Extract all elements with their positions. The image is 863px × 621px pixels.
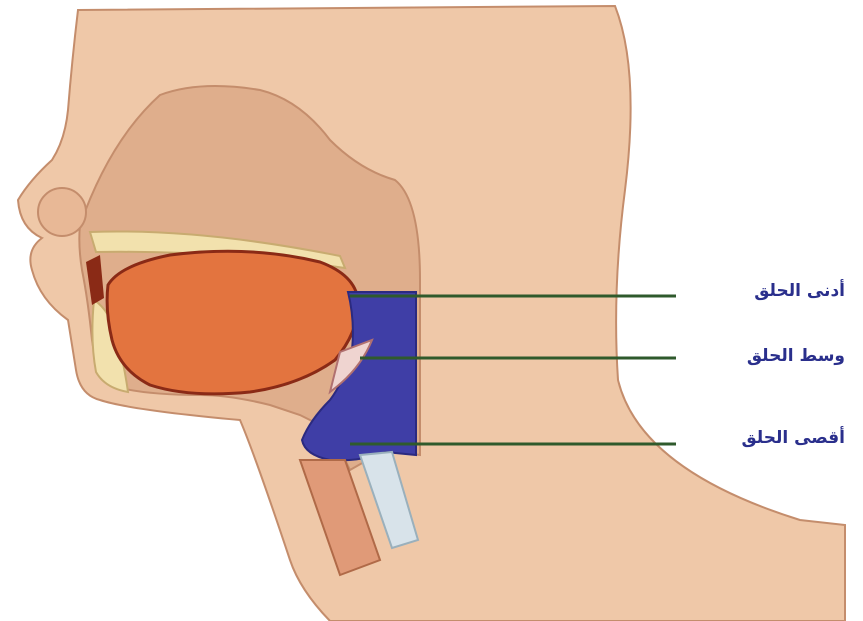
label-upper-pharynx: أدنى الحلق	[754, 281, 845, 301]
nose	[38, 188, 86, 236]
label-middle-pharynx: وسط الحلق	[747, 346, 845, 366]
label-lower-pharynx: أقصى الحلق	[741, 428, 845, 448]
